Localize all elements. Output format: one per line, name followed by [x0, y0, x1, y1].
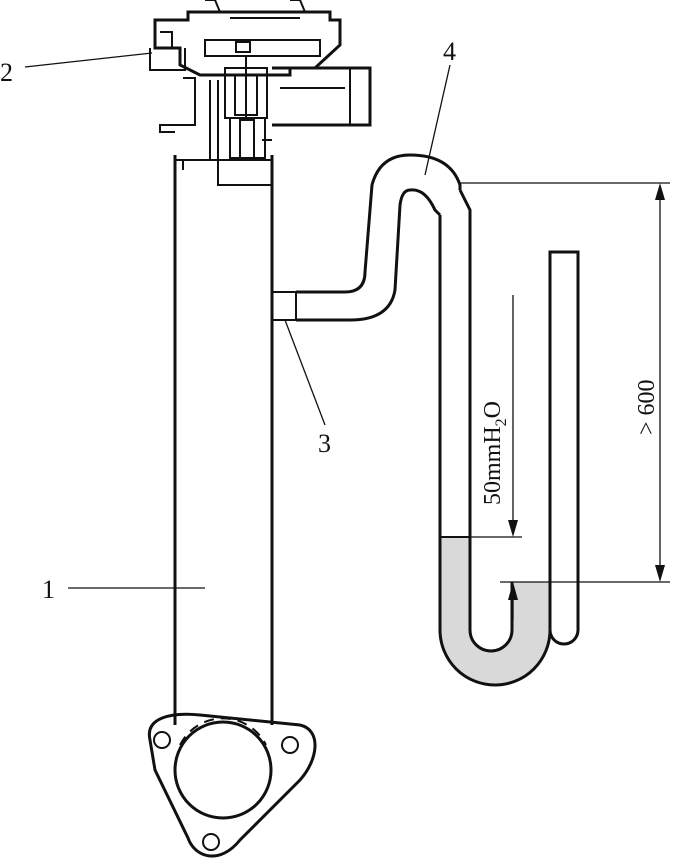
leader-lines [24, 52, 451, 589]
label-part1: 1 [42, 575, 55, 604]
manometer-liquid [440, 537, 550, 685]
side-fitting [271, 291, 297, 321]
connecting-pipe [296, 153, 462, 322]
label-height: > 600 [634, 379, 660, 435]
label-pressure: 50mmH2O [480, 401, 510, 505]
bottom-flange [147, 712, 317, 858]
label-part4: 4 [443, 37, 456, 66]
top-valve-assembly [149, 0, 372, 186]
tube-body [173, 155, 274, 725]
label-part3: 3 [318, 429, 331, 458]
dimension-lines [440, 182, 670, 620]
u-tube-manometer [438, 189, 580, 687]
label-part2: 2 [0, 58, 13, 87]
